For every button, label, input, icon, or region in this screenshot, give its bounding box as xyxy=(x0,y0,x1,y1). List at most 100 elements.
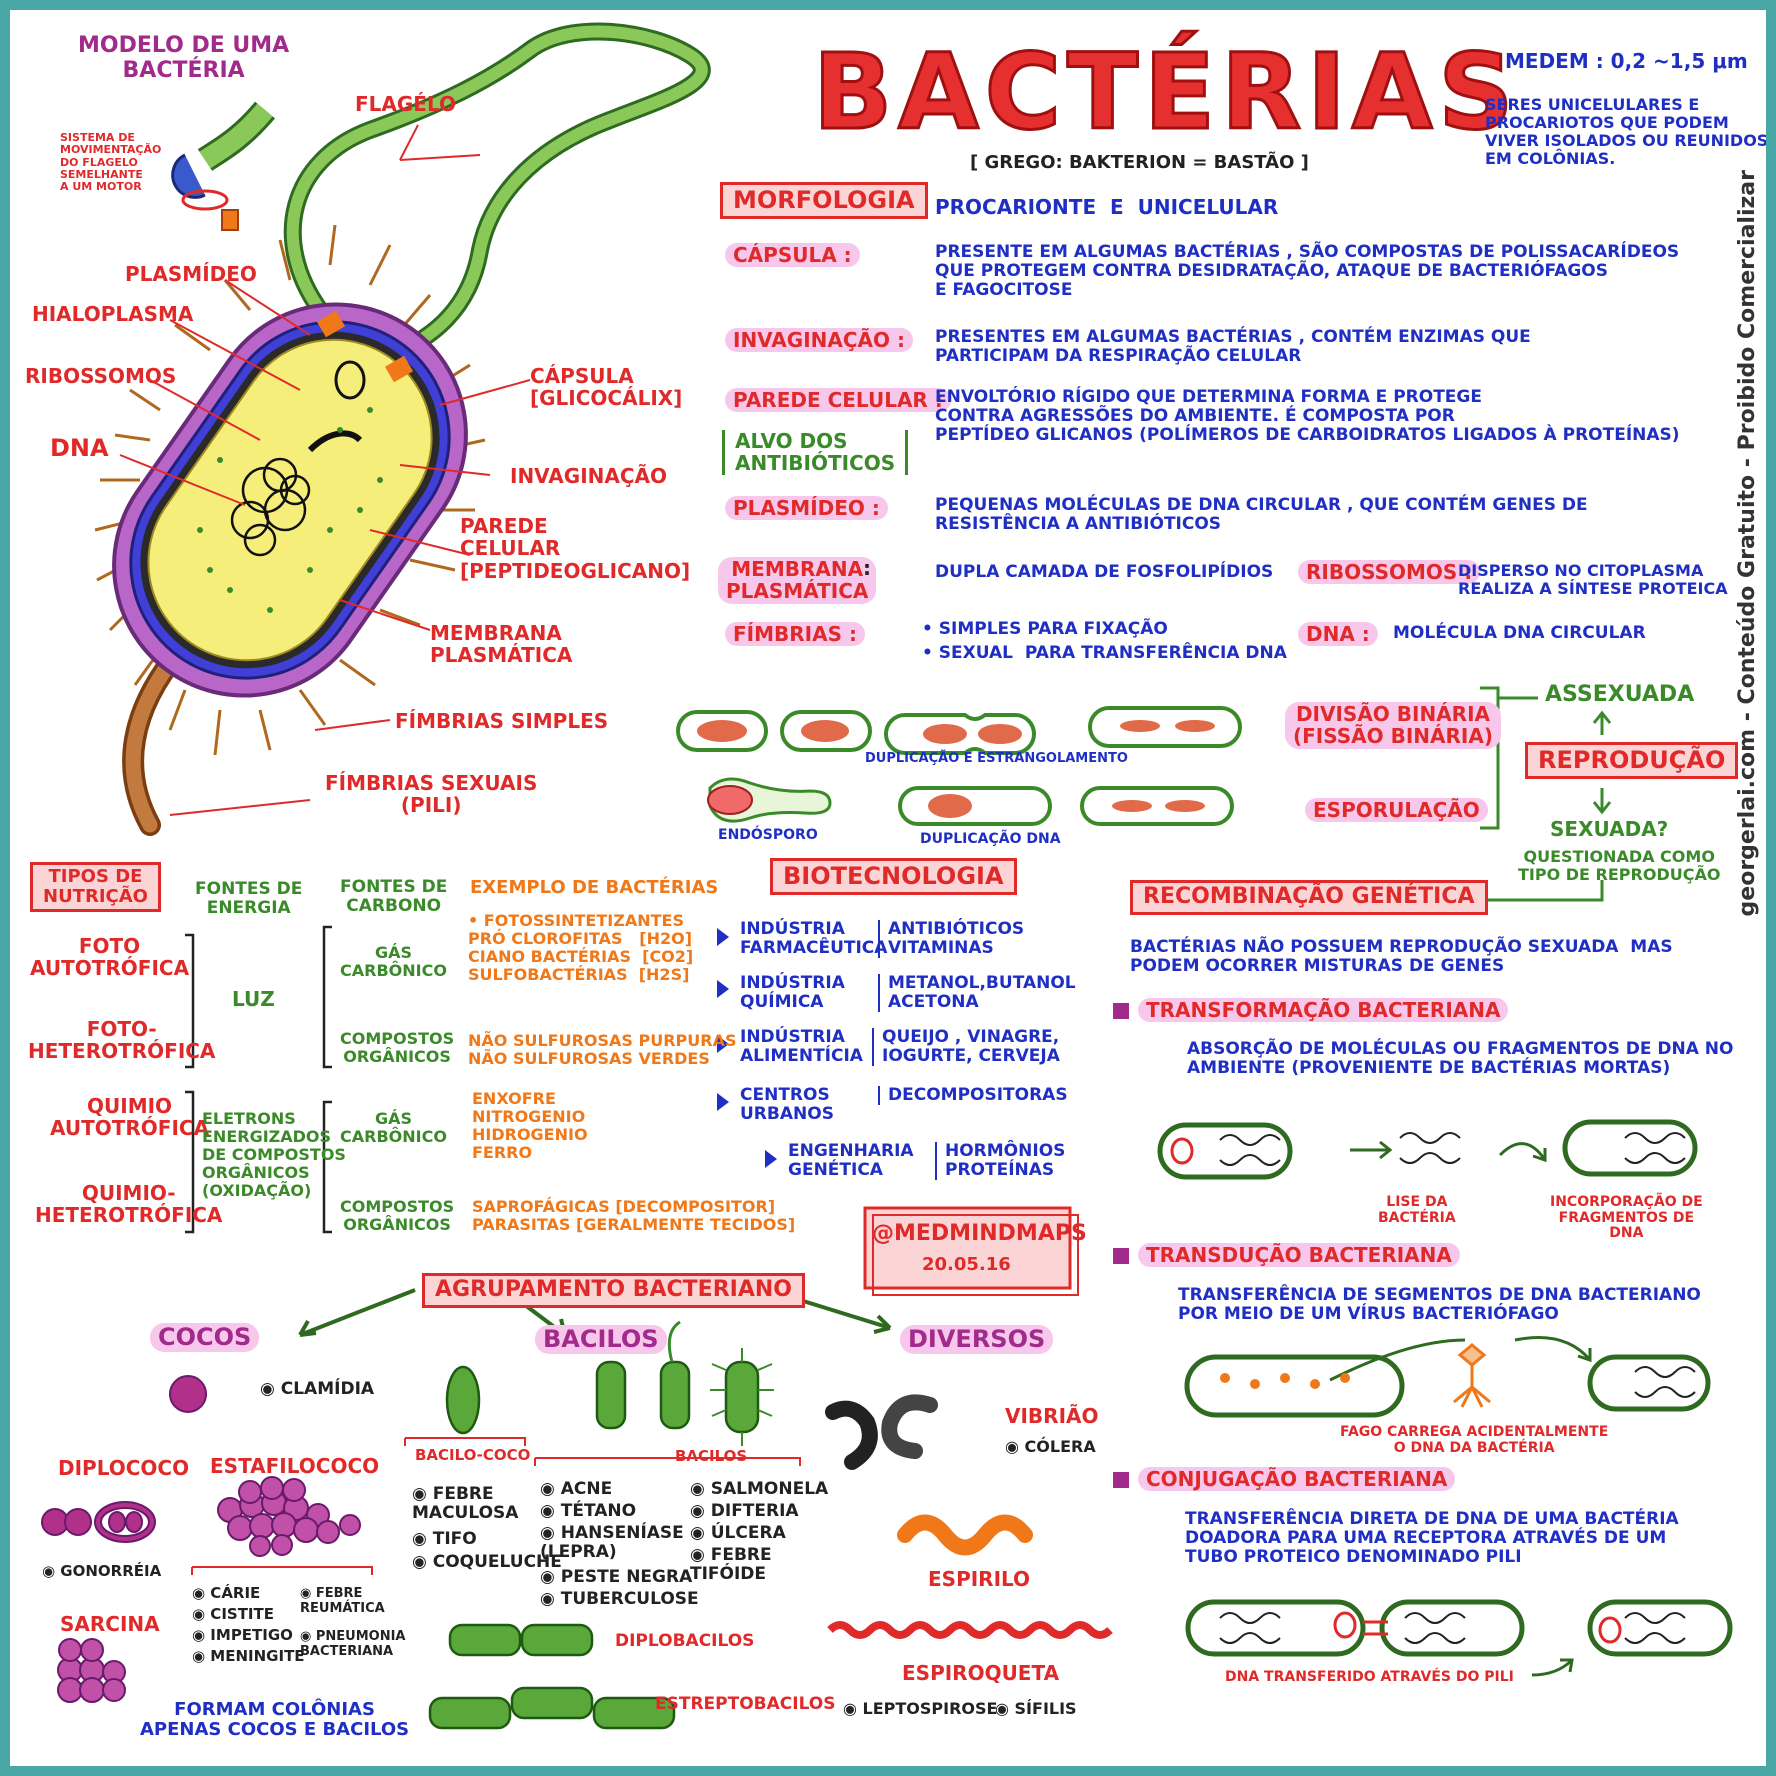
bacilos-heading: BACILOS xyxy=(535,1325,667,1354)
dup-dna-label: DUPLICAÇÃO DNA xyxy=(920,831,1061,847)
quimio-hetero: QUIMIO- HETEROTRÓFICA xyxy=(35,1181,223,1228)
section-markers xyxy=(1113,1003,1129,1488)
bac2-item-2: ◉ DIFTERIA xyxy=(690,1501,799,1521)
transformacao-text: ABSORÇÃO DE MOLÉCULAS OU FRAGMENTOS DE D… xyxy=(1187,1039,1734,1079)
lise-label: LISE DA BACTÉRIA xyxy=(1378,1194,1456,1226)
label-dna: DNA xyxy=(50,434,109,462)
estafilococo-label: ESTAFILOCOCO xyxy=(210,1454,380,1478)
dna-text: MOLÉCULA DNA CIRCULAR xyxy=(1393,623,1646,643)
esporulacao-label: ESPORULAÇÃO xyxy=(1305,798,1488,823)
estreptobacilos-label: ESTREPTOBACILOS xyxy=(655,1694,836,1714)
biotec-label-2: INDÚSTRIA QUÍMICA xyxy=(740,973,845,1013)
watermark: georgerlai.com - Conteúdo Gratuito - Pro… xyxy=(1735,170,1760,917)
assexuada-label: ASSEXUADA xyxy=(1545,682,1695,707)
diversos-heading: DIVERSOS xyxy=(900,1325,1054,1354)
estafilo-item-1: ◉ CÁRIE xyxy=(192,1584,261,1602)
vibriao-label: VIBRIÃO xyxy=(1005,1404,1099,1428)
dup-estrang-label: DUPLICAÇÃO E ESTRANGOLAMENTO xyxy=(865,751,1128,766)
ribosomes xyxy=(197,407,383,613)
parede-text: ENVOLTÓRIO RÍGIDO QUE DETERMINA FORMA E … xyxy=(935,387,1680,446)
agrupamento-heading: AGRUPAMENTO BACTERIANO xyxy=(422,1273,805,1308)
ex-nao-sulfurosas: NÃO SULFUROSAS PURPURAS NÃO SULFUROSAS V… xyxy=(468,1031,737,1068)
dna-scribbles xyxy=(1219,1132,1696,1644)
label-membrana: MEMBRANA PLASMÁTICA xyxy=(430,621,573,668)
flagellated-bacillus xyxy=(710,1348,774,1446)
estafilo-item-4: ◉ MENINGITE xyxy=(192,1647,305,1665)
eletrons-energizados: ELETRONS ENERGIZADOS DE COMPOSTOS ORGÂNI… xyxy=(202,1109,346,1200)
espiroqueta-label: ESPIROQUETA xyxy=(902,1661,1060,1685)
bc-item-1: ◉ FEBRE MACULOSA xyxy=(412,1484,519,1524)
phages-inside xyxy=(1220,1373,1350,1389)
size-measure: MEDEM : 0,2 ~1,5 μm xyxy=(1505,49,1748,73)
label-flagelo: FLAGÉLO xyxy=(355,92,456,116)
bc-item-3: ◉ COQUELUCHE xyxy=(412,1552,562,1572)
estafilo-item-5: ◉ FEBRE REUMÁTICA xyxy=(300,1586,385,1616)
biotec-label-4: CENTROS URBANOS xyxy=(740,1085,834,1125)
col-carbono: FONTES DE CARBONO xyxy=(340,877,448,917)
diagram-heading: MODELO DE UMA BACTÉRIA xyxy=(78,33,290,83)
clamidia-label: ◉ CLAMÍDIA xyxy=(260,1379,375,1399)
biotec-value-2: METANOL,BUTANOL ACETONA xyxy=(878,973,1076,1013)
dna-icon xyxy=(230,457,311,557)
dna-label: DNA : xyxy=(1298,622,1378,647)
label-plasmideo: PLASMÍDEO xyxy=(125,262,257,286)
reproduction-drawings xyxy=(676,686,1612,902)
ex-fotossintetizantes: • FOTOSSINTETIZANTES PRÓ CLOROFITAS [H2O… xyxy=(468,911,694,984)
divisao-label: DIVISÃO BINÁRIA (FISSÃO BINÁRIA) xyxy=(1285,702,1501,749)
bacilli-drawings xyxy=(428,1360,760,1730)
stamp-handle: @MEDMINDMAPS xyxy=(872,1221,1087,1246)
transformacao-title: TRANSFORMAÇÃO BACTERIANA xyxy=(1138,998,1509,1023)
sexuada-label: SEXUADA? xyxy=(1550,817,1669,841)
quimio-auto: QUIMIO AUTOTRÓFICA xyxy=(50,1094,210,1141)
page-title: BACTÉRIAS xyxy=(811,31,1520,153)
page-frame: BACTÉRIAS [ GREGO: BAKTERION = BASTÃO ] … xyxy=(10,10,1766,1766)
invaginacao-label: INVAGINAÇÃO : xyxy=(725,328,913,353)
label-invaginacao: INVAGINAÇÃO xyxy=(510,464,668,488)
intro-text: SERES UNICELULARES E PROCARIOTOS QUE POD… xyxy=(1485,95,1766,168)
biotecnologia-heading: BIOTECNOLOGIA xyxy=(770,858,1017,895)
endosporo-label: ENDÓSPORO xyxy=(718,827,818,843)
colonias-note: FORMAM COLÔNIAS APENAS COCOS E BACILOS xyxy=(140,1699,410,1741)
colera-label: ◉ CÓLERA xyxy=(1005,1437,1096,1456)
compostos-organicos-2: COMPOSTOS ORGÂNICOS xyxy=(340,1197,455,1234)
biotec-value-5: HORMÔNIOS PROTEÍNAS xyxy=(935,1141,1065,1181)
membrana-label: MEMBRANA PLASMÁTICA xyxy=(718,557,877,604)
parede-label: PAREDE CELULAR : xyxy=(725,388,951,413)
ex-quimio: ENXOFRE NITROGENIO HIDROGENIO FERRO xyxy=(472,1089,588,1162)
ribossomos-label: RIBOSSOMOS : xyxy=(1298,560,1481,585)
bac-item-5: ◉ TUBERCULOSE xyxy=(540,1589,699,1609)
fimbrias-label: FÍMBRIAS : xyxy=(725,622,865,647)
biotec-label-3: INDÚSTRIA ALIMENTÍCIA xyxy=(740,1027,863,1067)
capsula-label: CÁPSULA : xyxy=(725,243,860,268)
motor-note: SISTEMA DE MOVIMENTAÇÃO DO FLAGELO SEMEL… xyxy=(60,131,162,194)
bac-item-2: ◉ TÉTANO xyxy=(540,1501,637,1521)
plasmid-icon xyxy=(334,360,366,400)
estafilo-item-6: ◉ PNEUMONIA BACTERIANA xyxy=(300,1629,406,1659)
biotec-label-5: ENGENHARIA GENÉTICA xyxy=(788,1141,914,1181)
alvo-antibioticos: ALVO DOS ANTIBIÓTICOS xyxy=(722,430,909,475)
bacteriophage-icon xyxy=(1453,1343,1491,1408)
leptospirose-label: ◉ LEPTOSPIROSE xyxy=(843,1699,998,1718)
bc-item-2: ◉ TIFO xyxy=(412,1529,477,1549)
nutrition-brackets xyxy=(185,925,332,1234)
membrana-colon: : xyxy=(863,556,871,580)
cocci-drawings xyxy=(41,1375,361,1703)
conjugacao-text: TRANSFERÊNCIA DIRETA DE DNA DE UMA BACTÉ… xyxy=(1185,1509,1679,1568)
biotech-arrows xyxy=(717,928,777,1168)
bac2-item-4: ◉ FEBRE TIFÓIDE xyxy=(690,1545,772,1585)
biotec-label-1: INDÚSTRIA FARMACÊUTICA xyxy=(740,919,888,959)
nutricao-heading: TIPOS DE NUTRIÇÃO xyxy=(30,862,161,913)
bac-item-4: ◉ PESTE NEGRA xyxy=(540,1567,693,1587)
diplococo-label: DIPLOCOCO xyxy=(58,1456,190,1480)
motor-icon xyxy=(171,153,206,199)
reproducao-heading: REPRODUÇÃO xyxy=(1525,742,1739,779)
fimbrias-item-1: • SIMPLES PARA FIXAÇÃO xyxy=(922,619,1168,639)
estafilo-item-2: ◉ CISTITE xyxy=(192,1605,274,1623)
biotec-value-4: DECOMPOSITORAS xyxy=(878,1085,1068,1106)
bac2-item-3: ◉ ÚLCERA xyxy=(690,1523,786,1543)
bacilo-coco-label: BACILO-COCO xyxy=(415,1446,531,1464)
recombinacao-intro: BACTÉRIAS NÃO POSSUEM REPRODUÇÃO SEXUADA… xyxy=(1130,937,1673,977)
sarcina-label: SARCINA xyxy=(60,1612,160,1636)
label-capsula: CÁPSULA [GLICOCÁLIX] xyxy=(530,364,683,411)
transducao-title: TRANSDUÇÃO BACTERIANA xyxy=(1138,1243,1460,1268)
